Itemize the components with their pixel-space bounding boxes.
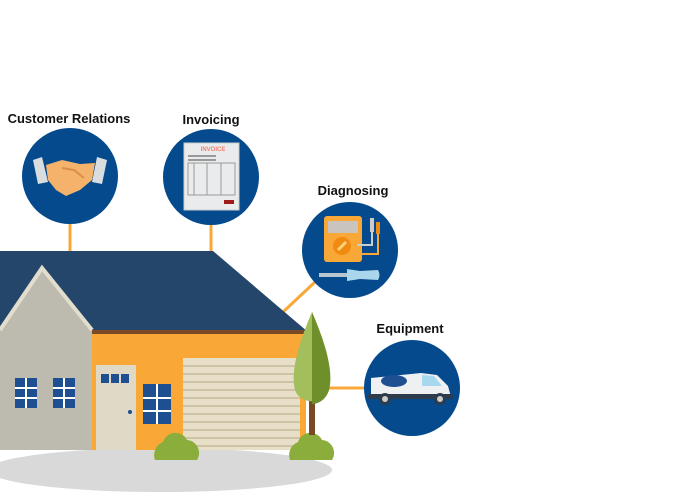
invoice-doc-title: INVOICE [201,147,226,153]
service-van-icon [368,373,453,405]
equipment-label: Equipment [376,321,444,336]
ground [0,448,332,492]
tree [293,312,331,435]
customer-relations-label: Customer Relations [7,111,131,126]
house [0,251,335,460]
diagnosing-label: Diagnosing [317,183,389,198]
handshake-icon [33,157,107,196]
invoicing-label: Invoicing [182,112,240,127]
multimeter-icon [324,216,380,262]
invoice-icon: INVOICE [183,142,240,211]
screwdriver-icon [319,269,380,281]
